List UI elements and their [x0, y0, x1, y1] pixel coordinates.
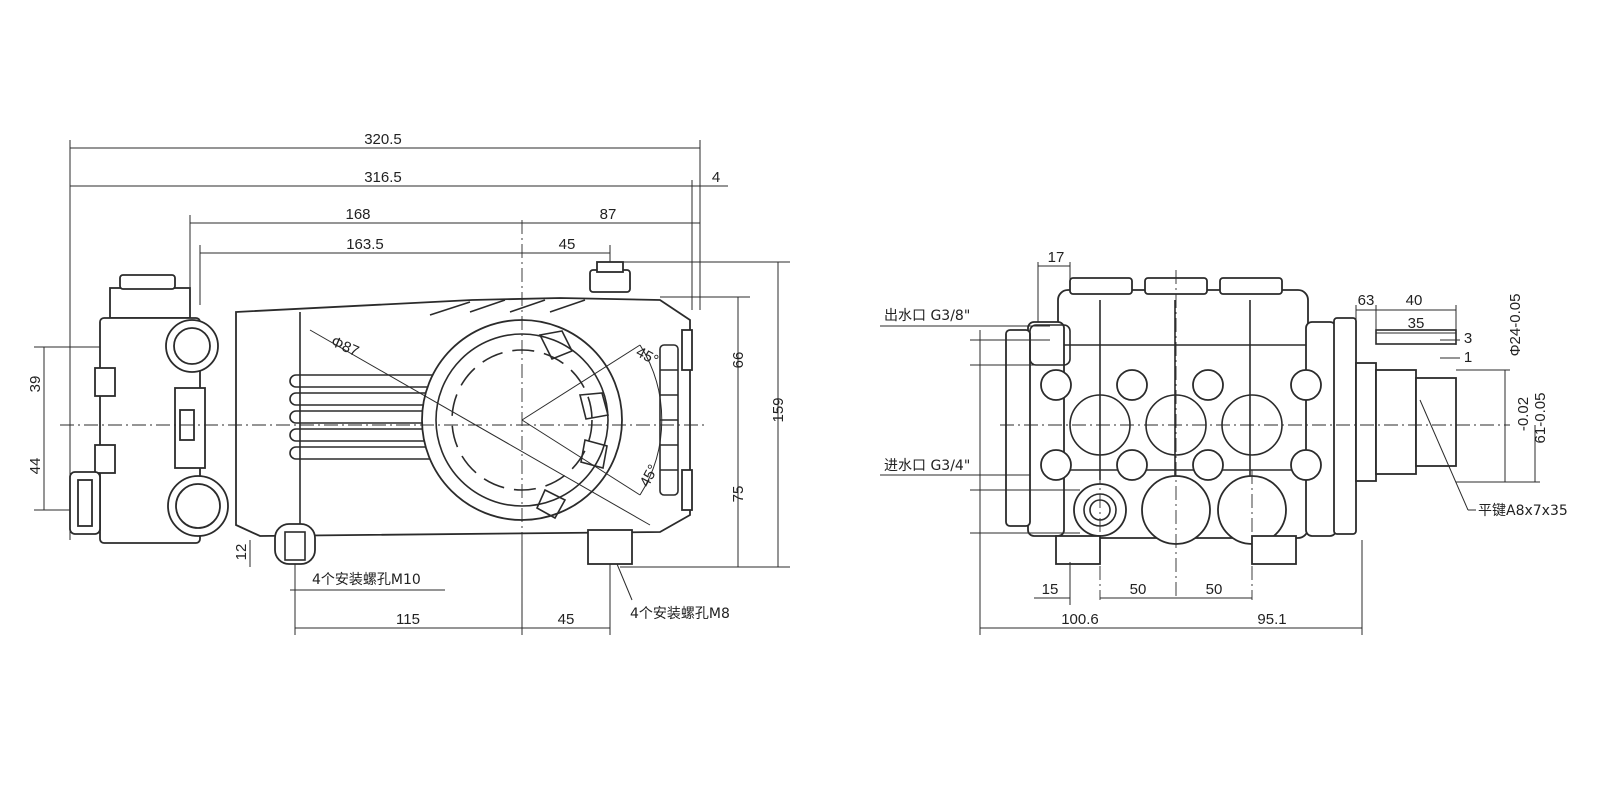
dim-15: 15 [1042, 581, 1059, 598]
dim-316-5: 316.5 [364, 169, 402, 186]
dim-tol-a: -0.02 [1515, 397, 1532, 431]
side-pump-body [69, 261, 693, 565]
dim-3: 3 [1464, 330, 1472, 347]
dim-87: 87 [600, 206, 617, 223]
note-m8: 4个安装螺孔M8 [630, 606, 730, 622]
side-top-dimensions [69, 140, 728, 540]
side-centerlines [60, 220, 705, 630]
dim-63: 63 [1358, 292, 1375, 309]
dim-95-1: 95.1 [1257, 611, 1286, 628]
side-view: 320.5 316.5 4 168 87 163.5 45 66 159 75 … [27, 131, 790, 635]
side-right-dimensions [610, 261, 790, 568]
label-key: 平键A8x7x35 [1478, 503, 1568, 519]
dim-115: 115 [396, 611, 420, 628]
dim-12: 12 [233, 544, 250, 561]
dim-phi-24: Φ24-0.05 [1507, 294, 1524, 357]
dim-66: 66 [730, 352, 747, 369]
dim-tol-b: 61-0.05 [1532, 393, 1549, 444]
front-view: 17 63 40 35 3 1 Φ24-0.05 -0.02 61-0.05 1… [880, 249, 1568, 635]
dim-45-bottom: 45 [558, 611, 575, 628]
dim-40: 40 [1406, 292, 1423, 309]
dim-39: 39 [27, 376, 44, 393]
dim-168: 168 [345, 206, 370, 223]
dim-159: 159 [770, 397, 787, 422]
dim-45-top: 45 [559, 236, 576, 253]
dim-50-b: 50 [1206, 581, 1223, 598]
note-m10: 4个安装螺孔M10 [312, 572, 421, 588]
dim-4: 4 [712, 169, 720, 186]
dim-44: 44 [27, 458, 44, 475]
label-outlet: 出水口 G3/8" [884, 308, 970, 324]
dim-17: 17 [1048, 249, 1065, 266]
dim-35: 35 [1408, 315, 1425, 332]
dim-320-5: 320.5 [364, 131, 402, 148]
front-pump-body [1005, 277, 1469, 565]
label-inlet: 进水口 G3/4" [884, 458, 970, 474]
dim-100-6: 100.6 [1061, 611, 1099, 628]
side-bottom-dimensions [290, 540, 611, 635]
dim-1: 1 [1464, 349, 1472, 366]
front-centerlines [1000, 270, 1510, 600]
dim-50-a: 50 [1130, 581, 1147, 598]
dim-163-5: 163.5 [346, 236, 384, 253]
dim-75: 75 [730, 486, 747, 503]
front-dimensions [880, 262, 1540, 635]
